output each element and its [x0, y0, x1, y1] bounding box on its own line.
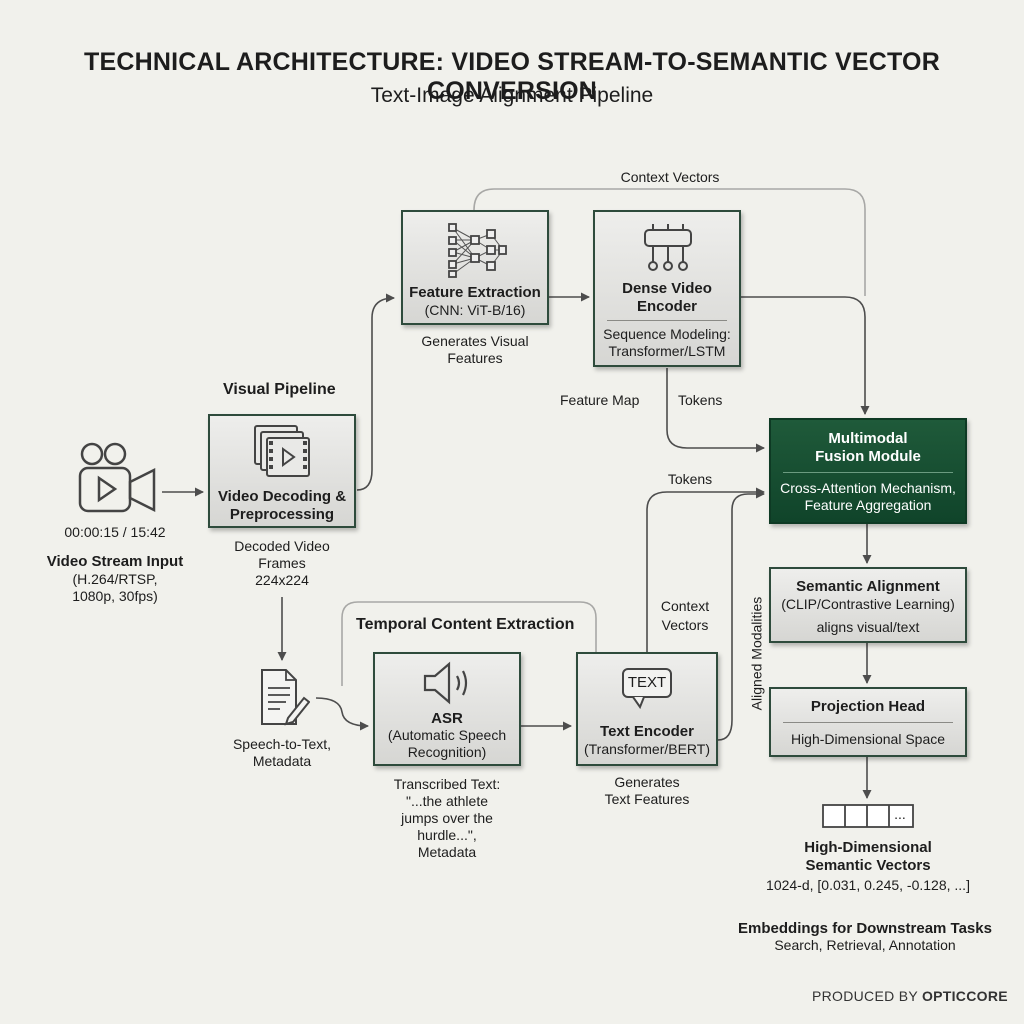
context-line-top	[473, 188, 866, 296]
text-encoder-out-1: Generates	[614, 774, 680, 790]
context-vectors-label: Context Vectors	[620, 169, 720, 185]
projection-sub: High-Dimensional Space	[790, 731, 946, 747]
dense-title-1: Dense Video	[622, 280, 712, 297]
output-values: 1024-d, [0.031, 0.245, -0.128, ...]	[766, 877, 970, 893]
feature-out-2: Features	[447, 350, 503, 366]
video-camera-icon	[78, 442, 156, 513]
page-title: TECHNICAL ARCHITECTURE: VIDEO STREAM-TO-…	[84, 48, 940, 105]
speaker-icon	[423, 661, 468, 705]
decode-out-1: Decoded Video	[234, 538, 330, 554]
asr-out-2: "...the athlete	[405, 793, 489, 809]
encoder-chip-icon	[644, 224, 692, 271]
projection-title: Projection Head	[810, 698, 926, 715]
tokens-label-visual: Tokens	[678, 392, 723, 408]
feature-map-label: Feature Map	[560, 392, 640, 408]
arrow-featuremap-to-fusion	[666, 368, 765, 453]
text-encoder-out-2: Text Features	[604, 791, 690, 807]
asr-title: ASR	[431, 710, 463, 727]
arrow-dense-to-fusion	[741, 296, 870, 415]
feature-extraction-box: Feature Extraction (CNN: ViT-B/16)	[401, 210, 549, 325]
vector-cells-icon	[822, 804, 914, 828]
footer-credit: PRODUCED BY OPTICCORE	[812, 988, 1008, 1004]
text-encoder-sub: (Transformer/BERT)	[583, 741, 710, 757]
downstream-title: Embeddings for Downstream Tasks	[738, 920, 992, 937]
vector-cell-ellipsis: ...	[894, 806, 906, 822]
aligned-modalities-label: Aligned Modalities	[748, 596, 765, 711]
output-title-2: Semantic Vectors	[805, 857, 931, 874]
semantic-alignment-box: Semantic Alignment (CLIP/Contrastive Lea…	[769, 567, 967, 643]
visual-pipeline-heading: Visual Pipeline	[223, 381, 336, 398]
arrow-decode-to-feature	[356, 293, 395, 491]
doc-label-1: Speech-to-Text,	[232, 736, 332, 752]
alignment-sub-1: (CLIP/Contrastive Learning)	[781, 596, 955, 612]
asr-box: ASR (Automatic Speech Recognition)	[373, 652, 521, 766]
film-frames-icon	[254, 425, 310, 477]
output-title-1: High-Dimensional	[804, 839, 932, 856]
dense-encoder-box: Dense Video Encoder Sequence Modeling: T…	[593, 210, 741, 367]
arrow-aligned-to-fusion	[717, 489, 765, 741]
tokens-label-temporal: Tokens	[667, 471, 713, 487]
context-label-2: Vectors	[661, 617, 709, 633]
context-line-bottom	[341, 601, 597, 686]
asr-out-5: Metadata	[417, 844, 477, 860]
neural-network-icon	[448, 223, 507, 278]
projection-head-box: Projection Head High-Dimensional Space	[769, 687, 967, 757]
page-subtitle: Text-Image Alignment Pipeline	[370, 84, 654, 107]
document-pen-icon	[261, 669, 310, 726]
input-spec: 1080p, 30fps)	[72, 588, 158, 604]
feature-subtitle: (CNN: ViT-B/16)	[424, 302, 526, 318]
fusion-title-1: Multimodal	[828, 430, 908, 447]
arrow-doc-to-asr	[315, 697, 369, 731]
fusion-divider	[783, 472, 953, 473]
fusion-module-box: Multimodal Fusion Module Cross-Attention…	[769, 418, 967, 524]
feature-title: Feature Extraction	[409, 284, 541, 301]
footer-brand: OPTICCORE	[921, 988, 1008, 1004]
arrow-tokens-to-fusion	[646, 487, 765, 652]
text-encoder-title: Text Encoder	[600, 723, 694, 740]
decode-out-3: 224x224	[255, 572, 309, 588]
asr-sub-2: Recognition)	[407, 744, 487, 760]
input-format: (H.264/RTSP,	[72, 571, 158, 587]
downstream-tasks: Search, Retrieval, Annotation	[774, 937, 956, 953]
decode-box: Video Decoding & Preprocessing	[208, 414, 356, 528]
dense-sub-1: Sequence Modeling:	[603, 326, 731, 342]
context-label-1: Context	[660, 598, 710, 614]
footer-produced-by: PRODUCED BY	[812, 988, 918, 1004]
input-title: Video Stream Input	[46, 553, 184, 570]
asr-out-4: hurdle...",	[417, 827, 477, 843]
dense-sub-2: Transformer/LSTM	[608, 343, 726, 359]
dense-divider	[607, 320, 727, 321]
fusion-sub-1: Cross-Attention Mechanism,	[780, 480, 956, 496]
text-bubble-icon: TEXT	[622, 668, 672, 698]
decode-title-1: Video Decoding &	[217, 488, 347, 505]
fusion-title-2: Fusion Module	[815, 448, 921, 465]
alignment-sub-2: aligns visual/text	[816, 619, 920, 635]
temporal-heading: Temporal Content Extraction	[356, 616, 575, 633]
feature-out-1: Generates Visual	[421, 333, 529, 349]
bubble-tail-icon	[632, 697, 645, 709]
asr-out-1: Transcribed Text:	[393, 776, 501, 792]
alignment-title: Semantic Alignment	[796, 578, 940, 595]
projection-divider	[783, 722, 953, 723]
asr-out-3: jumps over the	[401, 810, 493, 826]
decode-out-2: Frames	[258, 555, 306, 571]
asr-sub-1: (Automatic Speech	[387, 727, 507, 743]
fusion-sub-2: Feature Aggregation	[804, 497, 932, 513]
text-encoder-box: TEXT Text Encoder (Transformer/BERT)	[576, 652, 718, 766]
dense-title-2: Encoder	[636, 298, 697, 315]
doc-label-2: Metadata	[252, 753, 312, 769]
decode-title-2: Preprocessing	[229, 506, 335, 523]
timestamp: 00:00:15 / 15:42	[64, 524, 166, 540]
